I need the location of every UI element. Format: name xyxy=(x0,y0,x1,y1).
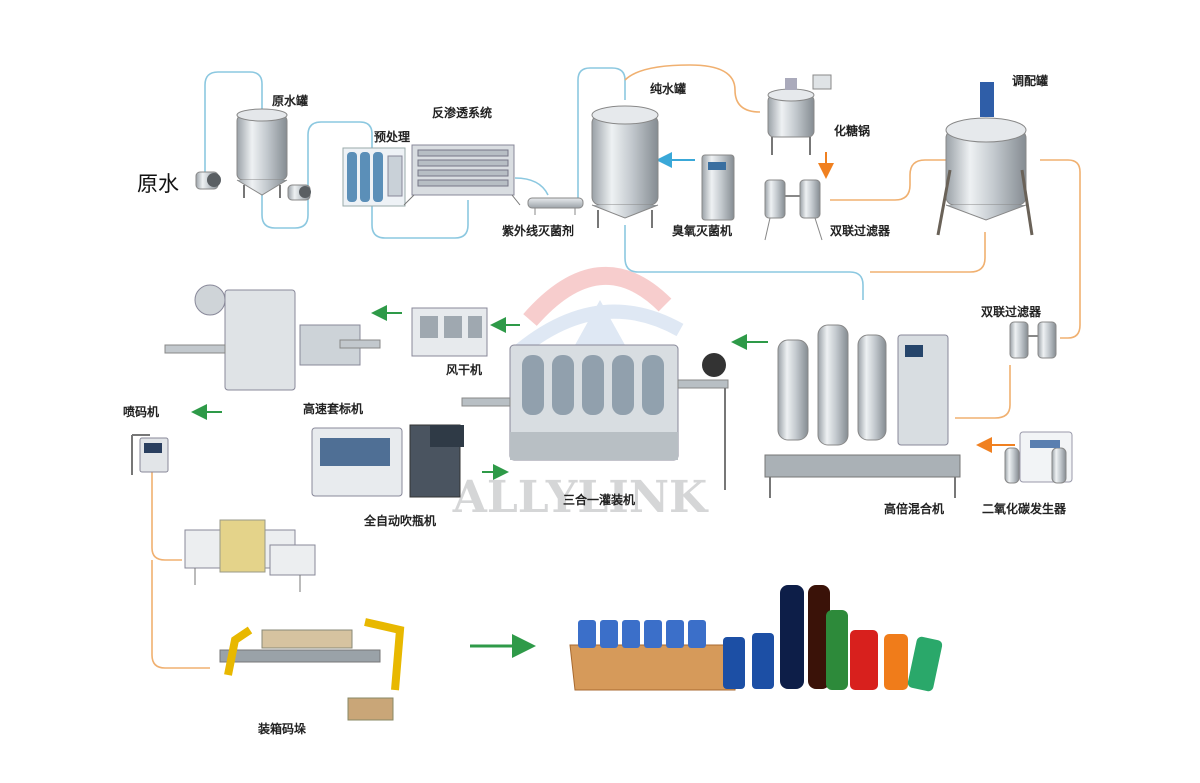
twin-filter-icon xyxy=(764,179,823,241)
robot-palletizer-icon xyxy=(219,618,405,721)
uv-sterilizer-icon xyxy=(527,197,584,215)
pure-water-tank-label: 纯水罐 xyxy=(650,82,687,96)
raw-water-label: 原水 xyxy=(137,172,179,196)
case-packing-label: 装箱码垛 xyxy=(258,722,307,736)
pretreatment-label: 预处理 xyxy=(374,130,411,144)
ro-system-icon xyxy=(403,144,521,206)
uv-sterilizer-label: 紫外线灭菌剂 xyxy=(502,224,575,238)
watermark-text: ALLYLINK xyxy=(452,472,709,523)
twin-filter-top-label: 双联过滤器 xyxy=(830,224,891,238)
blending-tank-icon xyxy=(936,82,1034,236)
reverse-osmosis-label: 反渗透系统 xyxy=(432,106,493,120)
filler-icon xyxy=(461,344,729,490)
tank-icon xyxy=(591,105,659,228)
high-ratio-mixer-label: 高倍混合机 xyxy=(884,502,945,516)
transfer-pump-icon xyxy=(287,184,311,201)
air-dryer-label: 风干机 xyxy=(446,363,483,377)
inkjet-printer-icon xyxy=(131,434,169,475)
air-dryer-icon xyxy=(411,307,488,357)
twin-filter-icon xyxy=(1009,321,1057,359)
syrup-flow-lines xyxy=(151,64,1081,669)
labeler-icon xyxy=(164,284,381,391)
raw-water-tank-label: 原水罐 xyxy=(272,94,309,108)
twin-filter-right-label: 双联过滤器 xyxy=(981,305,1042,319)
water-flow-lines xyxy=(204,67,864,300)
shrink-wrapper-icon xyxy=(184,519,316,592)
sugar-pot-label: 化糖锅 xyxy=(834,124,871,138)
process-arrows xyxy=(191,152,1015,658)
ozone-machine-icon xyxy=(701,154,735,221)
auto-blow-molder-label: 全自动吹瓶机 xyxy=(364,514,437,528)
filter-cabinet-icon xyxy=(342,147,406,207)
three-in-one-filler-label: 三合一灌装机 xyxy=(563,493,636,507)
blending-tank-label: 调配罐 xyxy=(1012,74,1049,88)
mixer-icon xyxy=(764,324,961,498)
beverage-products-icon xyxy=(569,585,943,692)
sugar-pot-icon xyxy=(767,74,832,155)
blow-molder-icon xyxy=(311,424,464,498)
inkjet-printer-label: 喷码机 xyxy=(123,405,160,419)
co2-generator-label: 二氧化碳发生器 xyxy=(982,502,1067,516)
tank-icon xyxy=(236,108,288,198)
co2-generator-icon xyxy=(1004,431,1073,484)
raw-water-pump-icon xyxy=(195,171,221,190)
ozone-sterilizer-label: 臭氧灭菌机 xyxy=(672,224,733,238)
high-speed-labeler-label: 高速套标机 xyxy=(303,402,364,416)
watermark-logo xyxy=(515,266,684,356)
